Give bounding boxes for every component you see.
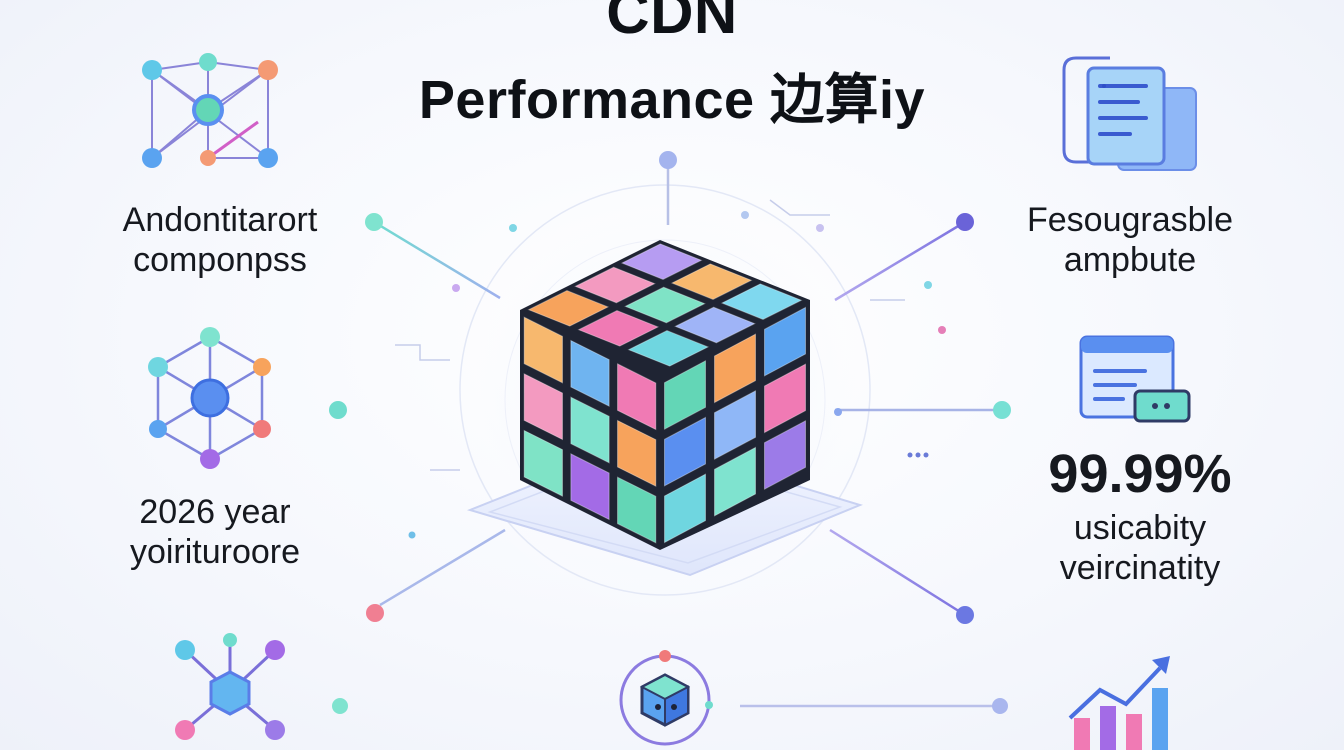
uptime-value: 99.99%	[1048, 444, 1232, 504]
middle-left-label: 2026 year yoirituroore	[50, 492, 380, 572]
document-stack-icon	[1062, 56, 1197, 171]
molecule-icon	[175, 633, 285, 740]
cube-right-sticker	[664, 360, 706, 430]
page-subtitle: Performance 边算iy	[418, 70, 926, 130]
cube-top-sticker	[627, 330, 710, 367]
cube-left-sticker	[570, 453, 610, 521]
cube-top-sticker	[574, 266, 656, 304]
cube-left-sticker	[570, 396, 610, 464]
cube-left-sticker	[570, 339, 610, 407]
cube-left-sticker	[523, 429, 563, 497]
cube-top-sticker	[577, 310, 660, 347]
dashboard-window-icon	[1079, 335, 1191, 423]
cube-top-sticker	[620, 243, 703, 280]
middle-right-label-line1: usicabity	[1073, 509, 1207, 547]
middle-left-label-line1: 2026 year	[139, 493, 291, 531]
cube-right-sticker	[764, 363, 806, 434]
cube-right-sticker	[664, 416, 706, 487]
cube-top-sticker	[670, 263, 753, 300]
top-right-label-line1: Fesougrasble	[1026, 201, 1233, 239]
cube-orbit-icon	[619, 650, 713, 746]
middle-right-label: 99.99% usicabity veircinatity	[990, 444, 1290, 588]
cube-right-sticker	[764, 306, 806, 377]
cube-right-sticker	[714, 390, 756, 460]
cube-left-sticker	[617, 476, 657, 544]
cube-top-sticker	[624, 286, 706, 324]
top-left-label-line1: Andontitarort	[122, 201, 318, 239]
cube-top-sticker	[674, 306, 756, 344]
cube-right-sticker	[714, 446, 756, 517]
page-title: CDN	[606, 0, 738, 46]
cube-left-sticker	[523, 373, 563, 441]
cube-top-sticker	[720, 283, 803, 320]
cube-left-sticker	[617, 419, 657, 487]
cube-right-sticker	[714, 333, 756, 404]
cube-left-sticker	[523, 316, 563, 384]
cube-right-sticker	[664, 473, 706, 544]
top-left-label: Andontitarort componpss	[60, 200, 380, 280]
cube-right-sticker	[764, 420, 806, 490]
network-graph-icon	[142, 53, 278, 168]
hexagon-network-icon	[148, 327, 271, 469]
cube-left-sticker	[617, 363, 657, 431]
growth-chart-icon	[1068, 656, 1170, 750]
top-right-label-line2: ampbute	[1063, 241, 1197, 279]
top-right-label: Fesougrasble ampbute	[980, 200, 1280, 280]
top-left-label-line2: componpss	[133, 241, 307, 279]
middle-left-label-line2: yoirituroore	[129, 533, 301, 571]
middle-right-label-line2: veircinatity	[1059, 549, 1221, 587]
cube-top-sticker	[527, 290, 610, 327]
